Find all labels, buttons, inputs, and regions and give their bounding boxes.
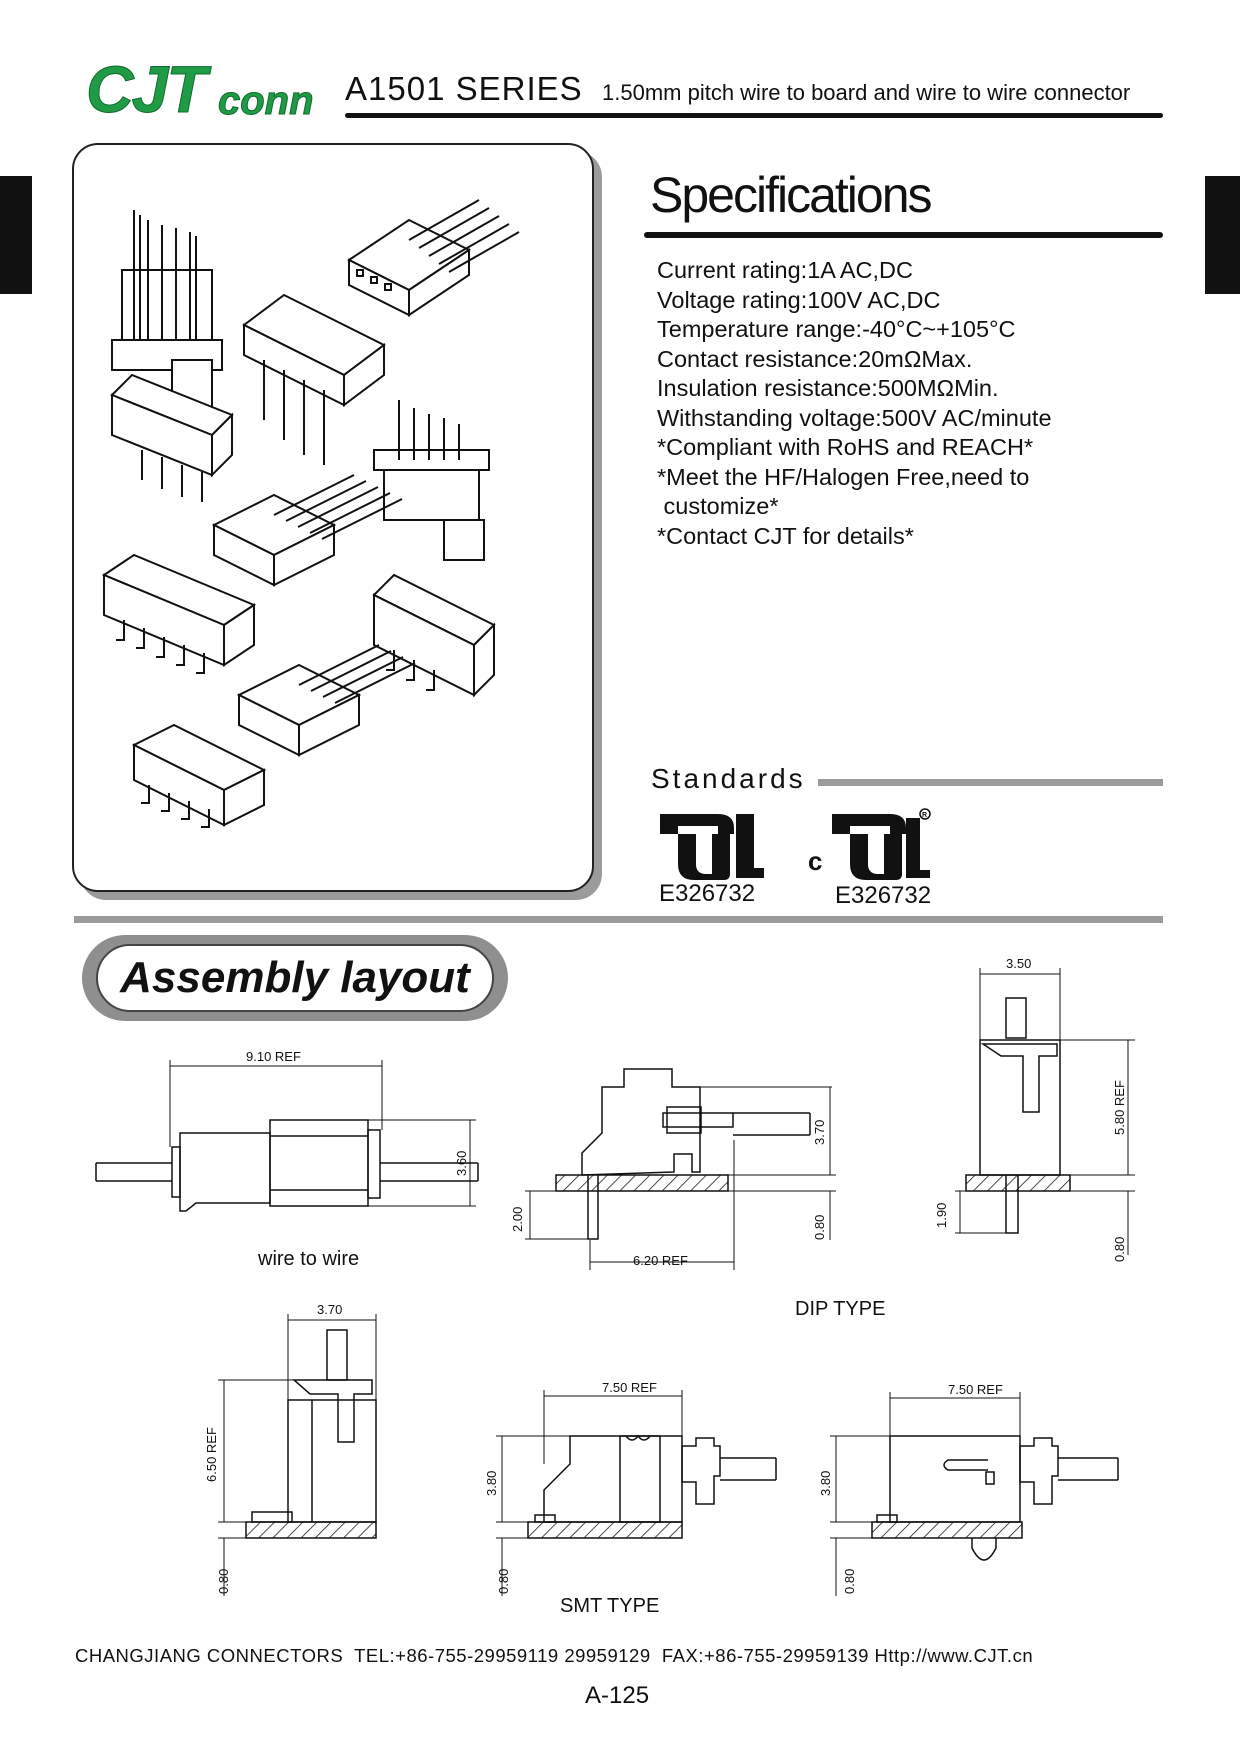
svg-text:c: c <box>808 846 822 876</box>
spec-item: Insulation resistance:500MΩMin. <box>657 375 999 401</box>
ul-file-number: E326732 <box>659 880 756 907</box>
spec-item: Contact resistance:20mΩMax. <box>657 345 973 372</box>
svg-text:R: R <box>922 812 927 819</box>
smt-side1-drawing <box>496 1390 777 1596</box>
dip-front-pin-dim: 1.90 <box>934 1203 949 1228</box>
spec-item: Withstanding voltage:500V AC/minute <box>657 404 1052 431</box>
wire-to-wire-caption: wire to wire <box>258 1248 360 1270</box>
w2w-height-dim: 3.60 <box>454 1151 469 1176</box>
spec-item: Temperature range:-40°C~+105°C <box>657 316 1016 342</box>
page-number: A-125 <box>585 1682 650 1709</box>
smt-side1-length-dim: 7.50 REF <box>602 1380 657 1395</box>
spec-item: *Meet the HF/Halogen Free,need to <box>657 463 1030 490</box>
specifications-list: Current rating:1A AC,DC Voltage rating:1… <box>657 256 1177 551</box>
connector-header-smt-2 <box>131 723 267 828</box>
w2w-length-dim: 9.10 REF <box>246 1049 301 1064</box>
series-subtitle: 1.50mm pitch wire to board and wire to w… <box>602 80 1131 105</box>
connector-housing-wired-2 <box>211 474 403 587</box>
dip-side-base-dim: 0.80 <box>812 1215 827 1240</box>
ul-recognized-mark <box>660 814 764 880</box>
connector-header-smt-1 <box>101 553 257 674</box>
standards-rule <box>818 779 1163 786</box>
section-divider <box>74 916 1163 923</box>
smt-side1-height-dim: 3.80 <box>484 1471 499 1496</box>
dip-side-drawing <box>525 1068 836 1270</box>
smt-front-base-dim: 0.80 <box>216 1569 231 1594</box>
spec-item: customize* <box>657 493 779 519</box>
connector-header-right-angle-1 <box>242 293 386 465</box>
series-title: A1501 SERIES <box>345 70 583 107</box>
connector-illustrations <box>101 199 520 828</box>
connector-housing-wired-3 <box>236 644 416 757</box>
smt-front-height-dim: 6.50 REF <box>204 1427 219 1482</box>
specifications-rule <box>644 232 1163 238</box>
footer-contact: CHANGJIANG CONNECTORS TEL:+86-755-299591… <box>75 1645 1034 1666</box>
dip-side-pin-dim: 2.00 <box>510 1207 525 1232</box>
dip-front-height-dim: 5.80 REF <box>1112 1080 1127 1135</box>
smt-side2-drawing <box>830 1392 1119 1596</box>
assembly-title: Assembly layout <box>120 953 470 1002</box>
dip-front-width-dim: 3.50 <box>1006 956 1031 971</box>
spec-item: Current rating:1A AC,DC <box>657 257 913 283</box>
spec-item: *Compliant with RoHS and REACH* <box>657 434 1034 460</box>
product-photo-panel <box>72 143 594 892</box>
connector-vertical-wired-2 <box>373 400 490 561</box>
dip-side-length-dim: 6.20 REF <box>633 1253 688 1268</box>
smt-front-width-dim: 3.70 <box>317 1302 342 1317</box>
dip-side-height-dim: 3.70 <box>812 1120 827 1145</box>
smt-type-caption: SMT TYPE <box>560 1595 660 1617</box>
wire-to-wire-drawing <box>95 1060 479 1212</box>
left-edge-tab <box>0 176 32 294</box>
smt-front-drawing <box>218 1314 377 1596</box>
dip-type-caption: DIP TYPE <box>795 1298 886 1320</box>
connector-header-vertical-2 <box>372 573 496 698</box>
connector-header-vertical-1 <box>110 373 234 502</box>
dip-front-base-dim: 0.80 <box>1112 1237 1127 1262</box>
cul-recognized-mark: c R <box>808 808 931 880</box>
specifications-title: Specifications <box>650 167 932 223</box>
smt-side2-length-dim: 7.50 REF <box>948 1382 1003 1397</box>
svg-text:CJT: CJT <box>86 56 211 122</box>
spec-item: Voltage rating:100V AC,DC <box>657 286 941 313</box>
svg-text:conn: conn <box>218 79 314 122</box>
cjt-logo: CJT conn <box>86 56 314 122</box>
standards-title: Standards <box>651 763 806 794</box>
connector-housing-wired-1 <box>347 199 520 317</box>
smt-side2-height-dim: 3.80 <box>818 1471 833 1496</box>
smt-side1-base-dim: 0.80 <box>496 1569 511 1594</box>
dip-front-drawing <box>955 968 1135 1255</box>
cul-file-number: E326732 <box>835 882 932 909</box>
right-edge-tab <box>1205 176 1240 294</box>
smt-side2-base-dim: 0.80 <box>842 1569 857 1594</box>
assembly-badge-inner <box>96 944 494 1012</box>
spec-item: *Contact CJT for details* <box>657 522 914 549</box>
header-rule <box>345 113 1163 118</box>
